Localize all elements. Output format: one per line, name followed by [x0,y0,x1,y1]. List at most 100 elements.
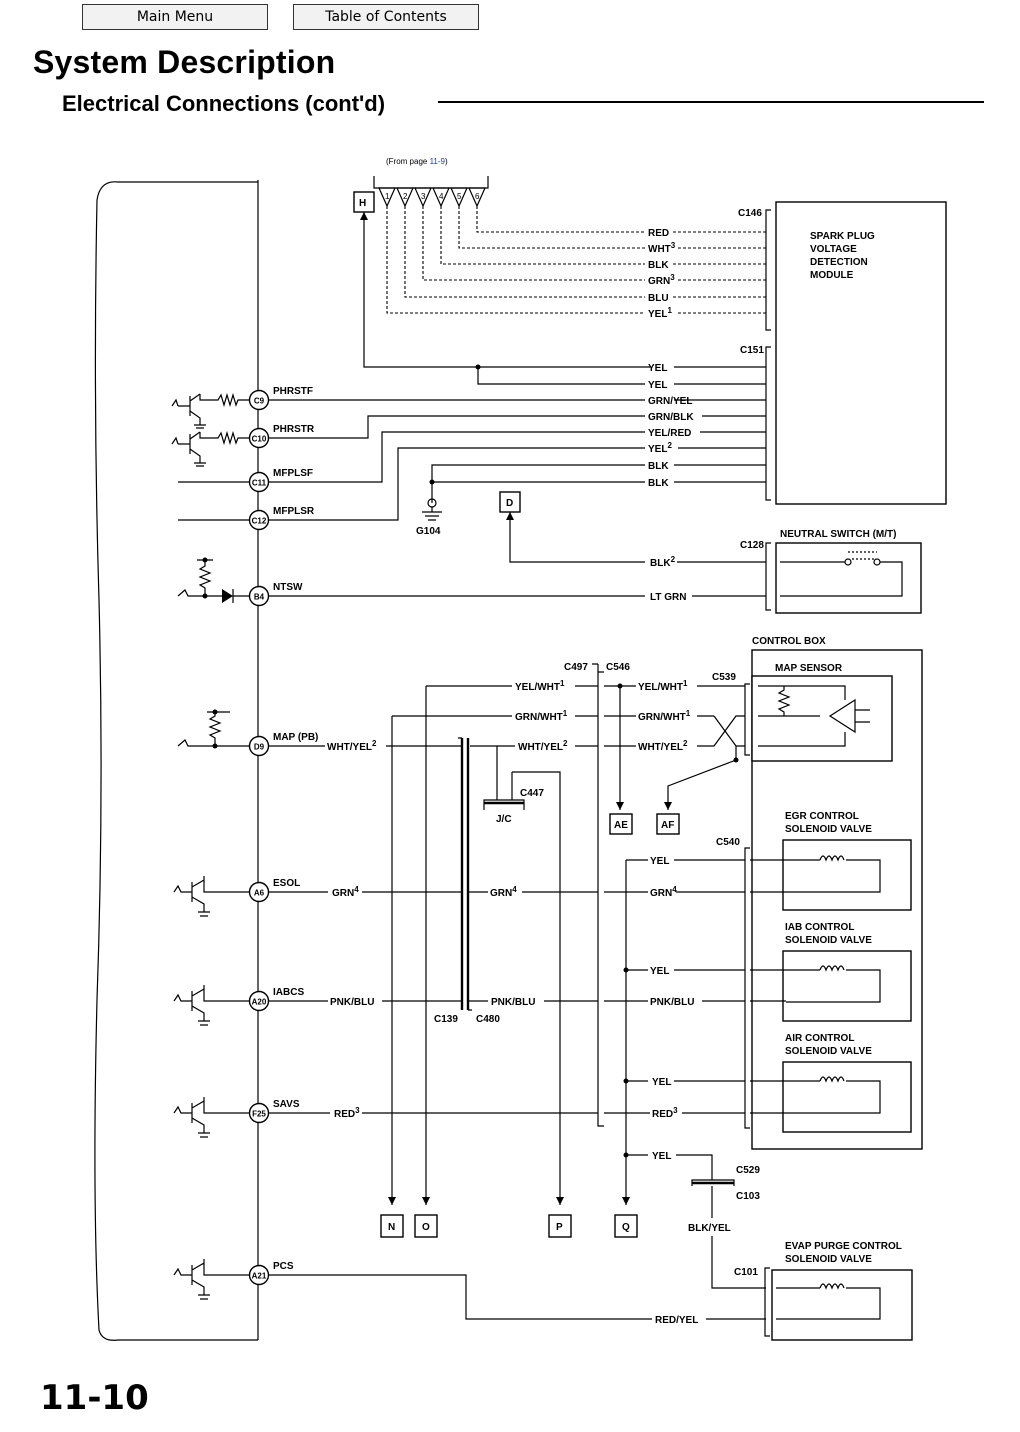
wire-yel: YEL [650,966,669,977]
ecm-outline [94,180,259,1341]
svg-text:MAP SENSOR: MAP SENSOR [775,663,843,674]
wire-grn: GRN4 [650,885,677,899]
page-number: 11-10 [40,1378,149,1418]
c151-wire-label: GRN/YEL [648,396,692,407]
ecm-terminals: C9PHRSTFC10PHRSTRC11MFPLSFC12MFPLSRB4NTS… [248,386,318,1286]
wire-red-yel: RED/YEL [655,1315,698,1326]
connector-pin: 5 [450,187,468,208]
svg-text:3: 3 [421,192,426,201]
air-control-solenoid-valve: AIR CONTROL SOLENOID VALVE [782,1033,912,1133]
svg-text:VOLTAGE: VOLTAGE [810,244,857,255]
from-page-link[interactable]: 11-9 [430,157,446,166]
svg-text:MODULE: MODULE [810,270,854,281]
svg-text:EVAP PURGE CONTROL: EVAP PURGE CONTROL [785,1241,902,1252]
svg-text:NEUTRAL SWITCH (M/T): NEUTRAL SWITCH (M/T) [780,529,896,540]
wire-grn: GRN4 [332,885,359,899]
wire-wht-yel-c: WHT/YEL2 [638,739,688,753]
c10-driver [171,430,249,467]
svg-text:C529: C529 [736,1165,760,1176]
valve-wiring [268,859,786,1320]
svg-text:SAVS: SAVS [273,1099,300,1110]
c151-wire-label: BLK [648,478,669,489]
svg-text:PCS: PCS [273,1261,294,1272]
svg-text:A6: A6 [254,889,265,898]
connector-c497: C497 [564,662,588,673]
terminal-n: N [380,1214,404,1238]
svg-text:SOLENOID VALVE: SOLENOID VALVE [785,824,872,835]
wire-yel: YEL [652,1077,671,1088]
connector-pin: 2 [396,187,414,208]
wire-wht-yel-a: WHT/YEL2 [327,739,377,753]
terminal-d: D [499,491,645,563]
svg-text:J/C: J/C [496,814,512,825]
wire-red: RED3 [334,1106,360,1120]
svg-text:6: 6 [475,192,480,201]
main-menu-button[interactable]: Main Menu [82,4,268,30]
svg-text:MFPLSR: MFPLSR [273,506,315,517]
connector-pin: 1 [378,187,396,208]
terminal-p: P [548,1214,572,1238]
connector-c539: C539 [712,672,736,683]
svg-text:DETECTION: DETECTION [810,257,868,268]
ground-g104: G104 [416,498,442,537]
connector-c128: C128 [740,540,764,551]
c146-wire-label: BLU [648,293,669,304]
connector-c151: C151 [740,345,764,356]
wire-grn-wht-b: GRN/WHT1 [638,709,691,723]
page-subtitle: Electrical Connections (cont'd) [62,91,386,116]
svg-text:AIR CONTROL: AIR CONTROL [785,1033,854,1044]
c151-wire-label: YEL/RED [648,428,691,439]
wire-red: RED3 [652,1106,678,1120]
svg-text:G104: G104 [416,526,441,537]
evap-purge-control-solenoid-valve: EVAP PURGE CONTROL SOLENOID VALVE C101 [734,1241,913,1341]
transistor-driver [173,876,250,917]
svg-text:F25: F25 [252,1110,266,1119]
svg-text:SOLENOID VALVE: SOLENOID VALVE [785,1046,872,1057]
svg-text:SOLENOID VALVE: SOLENOID VALVE [785,935,872,946]
transistor-driver [173,1259,250,1300]
svg-text:D: D [506,498,513,509]
svg-text:1: 1 [385,192,390,201]
table-of-contents-button[interactable]: Table of Contents [293,4,479,30]
c151-wire-label: YEL2 [648,441,672,455]
svg-text:H: H [359,198,366,209]
wire-yel: YEL [652,1151,671,1162]
wire-pnk-blu: PNK/BLU [330,997,374,1008]
wire-yel-wht-a: YEL/WHT1 [515,679,565,693]
wire-pnk-blu: PNK/BLU [491,997,535,1008]
svg-text:4: 4 [439,192,444,201]
c146-wire-label: WHT3 [648,241,676,255]
svg-text:AF: AF [661,820,674,831]
transistor-driver [173,985,250,1026]
wire-wht-yel-b: WHT/YEL2 [518,739,568,753]
from-page-note: (From page 11-9) [386,157,448,166]
transistor-driver [173,1097,250,1138]
terminal-o: O [414,1214,438,1238]
terminal-q: Q [614,1214,638,1238]
ntsw-wire [177,557,766,603]
connector-c139: C139 [434,1014,458,1025]
c146-wire-label: GRN3 [648,273,675,287]
page-title: System Description [33,44,336,80]
map-sensor: MAP SENSOR [751,663,893,762]
c151-wires [178,364,766,521]
terminal-af: AF [656,813,680,835]
svg-text:IABCS: IABCS [273,987,304,998]
c146-wire-label: YEL1 [648,306,672,320]
svg-text:P: P [556,1222,563,1233]
svg-text:MAP (PB): MAP (PB) [273,732,318,743]
svg-text:EGR CONTROL: EGR CONTROL [785,811,859,822]
svg-text:5: 5 [457,192,462,201]
wire-pnk-blu: PNK/BLU [650,997,694,1008]
svg-text:PHRSTR: PHRSTR [273,424,315,435]
svg-text:IAB CONTROL: IAB CONTROL [785,922,854,933]
connector-c480: C480 [476,1014,500,1025]
